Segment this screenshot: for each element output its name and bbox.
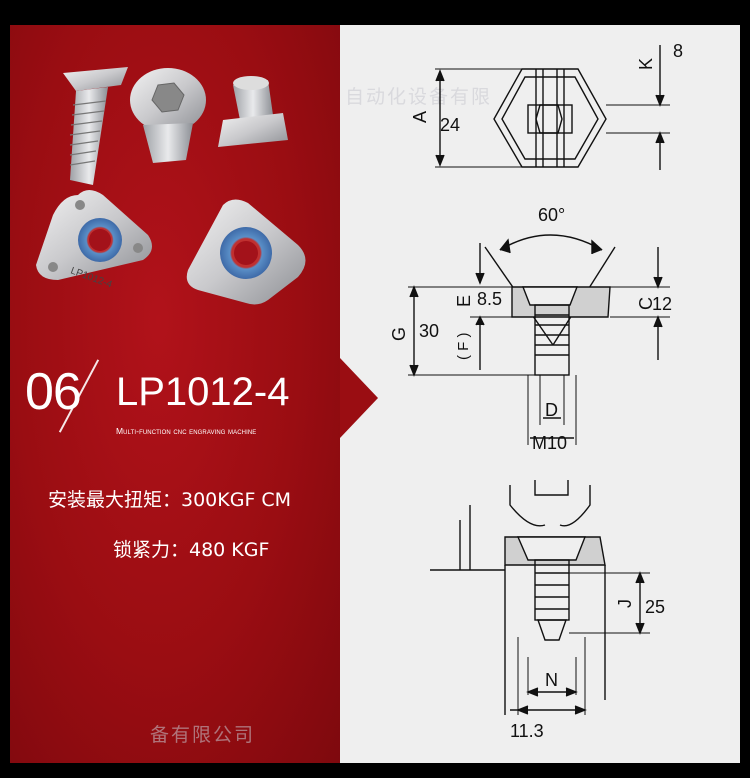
top-view-drawing	[435, 45, 670, 170]
dim-g-value: 30	[419, 321, 439, 341]
dim-j-value: 25	[645, 597, 665, 617]
dim-f-label: ( F )	[455, 333, 472, 361]
product-photos: LP1012-4	[36, 67, 306, 305]
dim-e-value: 8.5	[477, 289, 502, 309]
watermark-top: 自动化设备有限	[345, 86, 493, 108]
dim-angle: 60°	[538, 205, 565, 225]
dim-e-label: E	[454, 295, 474, 307]
side-view-drawing	[408, 234, 670, 445]
mount-view-drawing	[430, 480, 650, 715]
section-number: 06	[25, 363, 82, 421]
model-title: LP1012-4	[116, 370, 290, 414]
watermark-bottom: 备有限公司	[150, 724, 256, 746]
dim-c-label: C	[636, 297, 656, 310]
dim-j-label: J	[615, 599, 635, 608]
screw-photo-2	[130, 68, 206, 163]
screw-photo-3	[218, 76, 288, 147]
model-subtitle: Multi-function cnc engraving machine	[116, 426, 257, 436]
technical-drawings: A 24 K 8 60° E 8.5 C 12 G 30 ( F ) D M10…	[389, 41, 683, 741]
dim-a-value: 24	[440, 115, 460, 135]
dim-g-label: G	[389, 327, 409, 341]
washer-photo-1: LP1012-4	[36, 190, 152, 291]
spec-torque: 安装最大扭矩：300KGF CM	[48, 489, 292, 511]
panel-arrow	[340, 358, 378, 438]
dim-k-label: K	[636, 58, 656, 70]
dim-n-label: N	[545, 670, 558, 690]
dim-d-label: D	[545, 400, 558, 420]
dim-k-value: 8	[673, 41, 683, 61]
dim-a-label: A	[410, 111, 430, 123]
spec-lock-force: 锁紧力：480 KGF	[113, 539, 270, 561]
dim-c-value: 12	[652, 294, 672, 314]
dim-n-value: 11.3	[510, 721, 544, 741]
screw-photo-1	[63, 67, 128, 185]
dim-m-label: M10	[532, 433, 567, 453]
washer-photo-2	[186, 199, 306, 305]
